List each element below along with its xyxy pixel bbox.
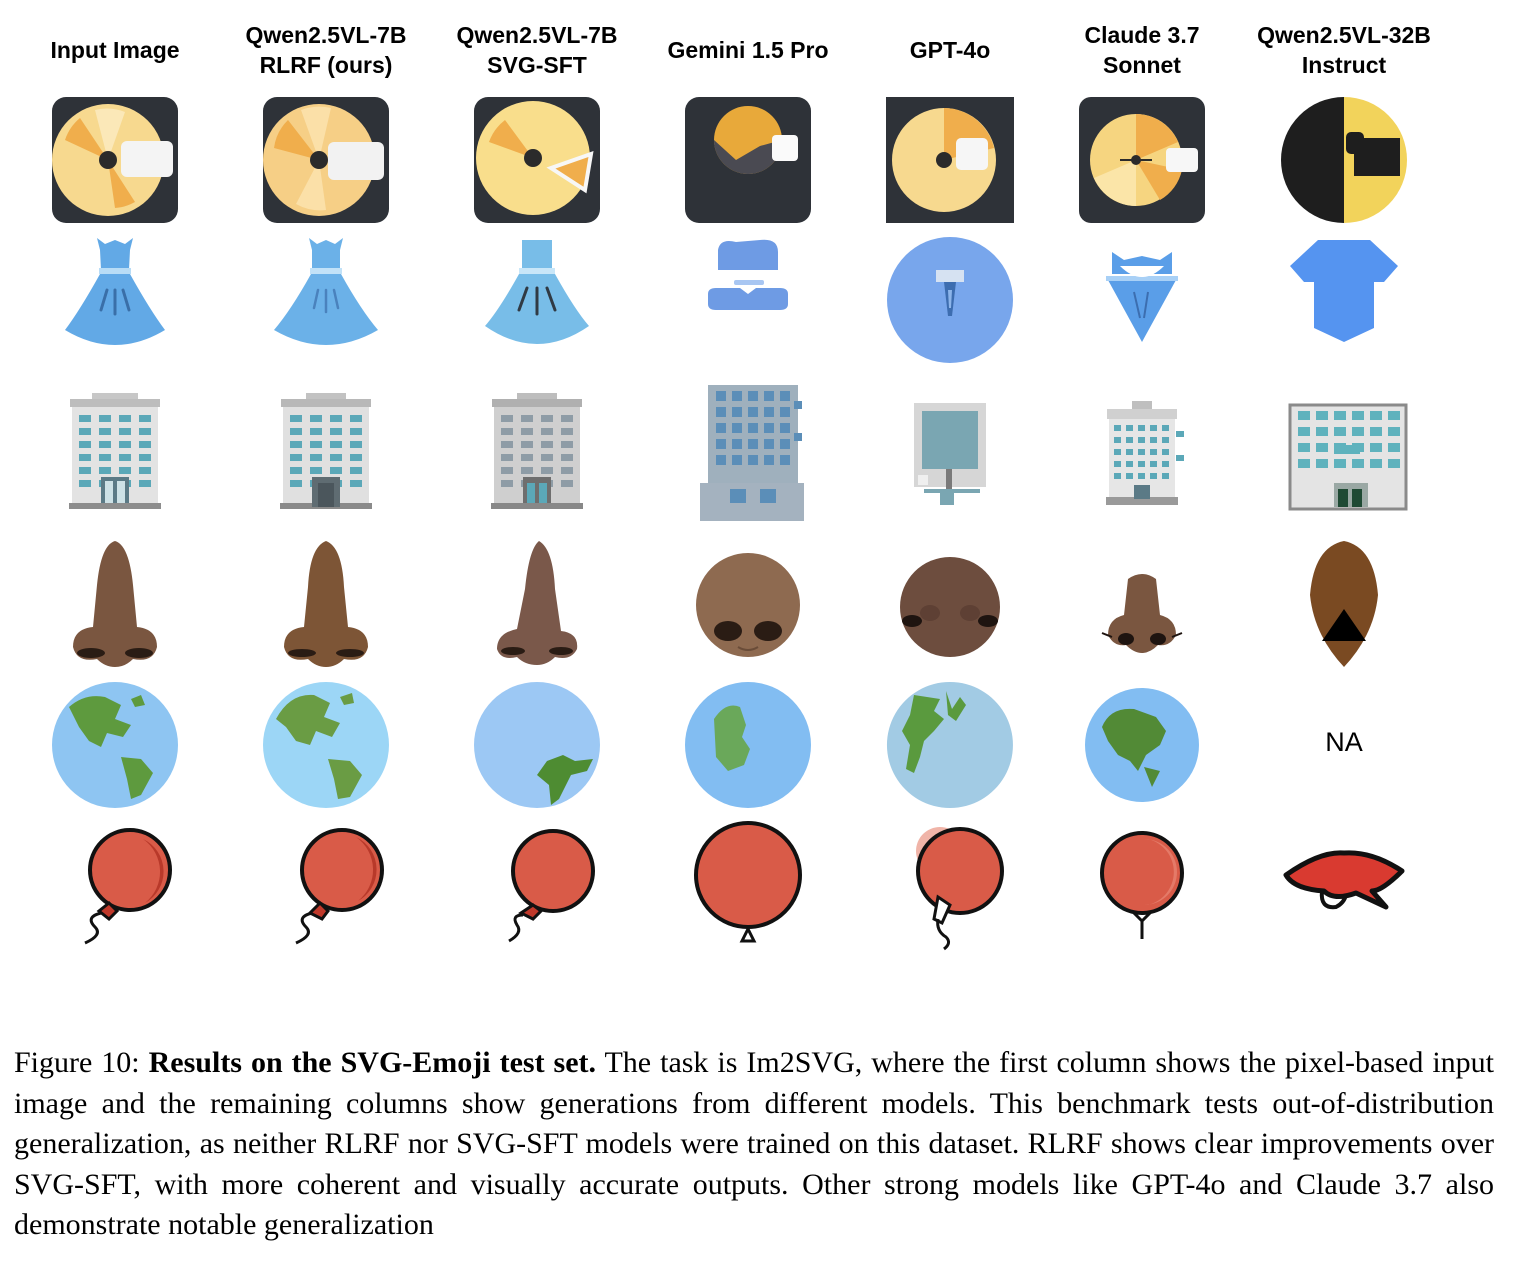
office-building-icon: [914, 403, 986, 505]
column-header-1: Input Image: [50, 37, 180, 63]
balloon-result-col6: [1072, 815, 1212, 955]
dress-result-col1: [45, 230, 185, 370]
office-building-icon: [1106, 401, 1184, 505]
column-header-4: Gemini 1.5 Pro: [667, 37, 829, 63]
office-building-result-col2: [256, 385, 396, 525]
dvd-result-col3: [467, 90, 607, 230]
globe-result-col2: [256, 675, 396, 815]
office-building-result-col4: [678, 385, 818, 525]
dress-icon: [274, 238, 378, 345]
dvd-icon: [474, 97, 600, 223]
column-header-6: Claude 3.7 Sonnet: [1084, 22, 1200, 78]
globe-icon: [886, 682, 1013, 808]
nose-result-col5: [880, 535, 1020, 675]
globe-icon: [52, 682, 178, 808]
dvd-result-col5: [880, 90, 1020, 230]
results-figure: Input Image Qwen2.5VL-7B RLRF (ours) Qwen2…: [45, 22, 1431, 955]
nose-icon: [497, 541, 578, 665]
balloon-icon: [916, 827, 1004, 951]
dress-result-col7: [1274, 230, 1414, 370]
balloon-icon: [694, 821, 802, 943]
balloon-icon: [1283, 850, 1405, 910]
globe-result-col1: [45, 675, 185, 815]
dress-result-col5: [880, 230, 1020, 370]
nose-result-col4: [678, 535, 818, 675]
column-header-3: Qwen2.5VL-7B SVG-SFT: [456, 22, 618, 78]
nose-result-col7: [1274, 535, 1414, 675]
balloon-icon: [508, 829, 595, 943]
nose-icon: [900, 557, 1000, 657]
globe-icon: [1085, 688, 1199, 802]
dress-result-col3: [467, 230, 607, 370]
dress-icon: [1290, 240, 1398, 342]
column-header-2: Qwen2.5VL-7B RLRF (ours): [245, 22, 407, 78]
nose-result-col3: [467, 535, 607, 675]
dress-result-col4: [678, 230, 818, 370]
balloon-result-col4: [678, 815, 818, 955]
caption-title: Results on the SVG-Emoji test set.: [148, 1046, 597, 1079]
office-building-icon: [700, 385, 804, 521]
office-building-result-col5: [880, 385, 1020, 525]
balloon-icon: [84, 828, 172, 945]
caption-label: Figure 10:: [14, 1046, 140, 1079]
dvd-icon: [1281, 97, 1407, 223]
balloon-result-col7: [1274, 815, 1414, 955]
dress-icon: [708, 239, 788, 310]
office-building-result-col1: [45, 385, 185, 525]
office-building-icon: [491, 393, 583, 509]
balloon-icon: [295, 828, 384, 945]
dvd-icon: [263, 97, 389, 223]
dvd-result-col7: [1274, 90, 1414, 230]
globe-result-col5: [880, 675, 1020, 815]
dvd-icon: [52, 97, 178, 223]
dress-icon: [485, 240, 589, 344]
missing-output-label: NA: [1325, 727, 1363, 757]
nose-icon: [1310, 541, 1378, 667]
dress-icon: [1106, 252, 1178, 342]
figure-caption: Figure 10: Results on the SVG-Emoji test…: [14, 1043, 1494, 1246]
dvd-result-col4: [678, 90, 818, 230]
dress-icon: [65, 238, 165, 345]
office-building-icon: [69, 393, 161, 509]
balloon-result-col5: [880, 815, 1020, 955]
globe-result-col6: [1072, 675, 1212, 815]
caption-body: The task is Im2SVG, where the first colu…: [14, 1046, 1494, 1241]
nose-result-col6: [1072, 535, 1212, 675]
globe-icon: [474, 682, 600, 808]
nose-icon: [284, 541, 368, 667]
globe-result-col4: [678, 675, 818, 815]
nose-icon: [696, 553, 800, 657]
dress-icon: [887, 237, 1013, 363]
dvd-icon: [685, 97, 811, 223]
globe-result-col3: [467, 675, 607, 815]
dvd-result-col1: [45, 90, 185, 230]
dvd-result-col2: [256, 90, 396, 230]
column-header-7: Qwen2.5VL-32B Instruct: [1257, 22, 1431, 78]
dvd-icon: [886, 97, 1014, 223]
office-building-result-col6: [1072, 385, 1212, 525]
dvd-icon: [1079, 97, 1205, 223]
nose-icon: [73, 541, 157, 667]
nose-result-col1: [45, 535, 185, 675]
globe-icon: [263, 682, 389, 808]
balloon-result-col1: [45, 815, 185, 955]
office-building-icon: [1288, 403, 1408, 511]
globe-icon: [685, 682, 811, 808]
nose-icon: [1101, 574, 1183, 653]
office-building-result-col3: [467, 385, 607, 525]
column-header-5: GPT-4o: [909, 37, 991, 63]
balloon-result-col2: [256, 815, 396, 955]
balloon-icon: [1100, 831, 1184, 939]
dress-result-col2: [256, 230, 396, 370]
office-building-result-col7: [1274, 385, 1414, 525]
dress-result-col6: [1072, 230, 1212, 370]
balloon-result-col3: [467, 815, 607, 955]
dvd-result-col6: [1072, 90, 1212, 230]
nose-result-col2: [256, 535, 396, 675]
office-building-icon: [280, 393, 372, 509]
